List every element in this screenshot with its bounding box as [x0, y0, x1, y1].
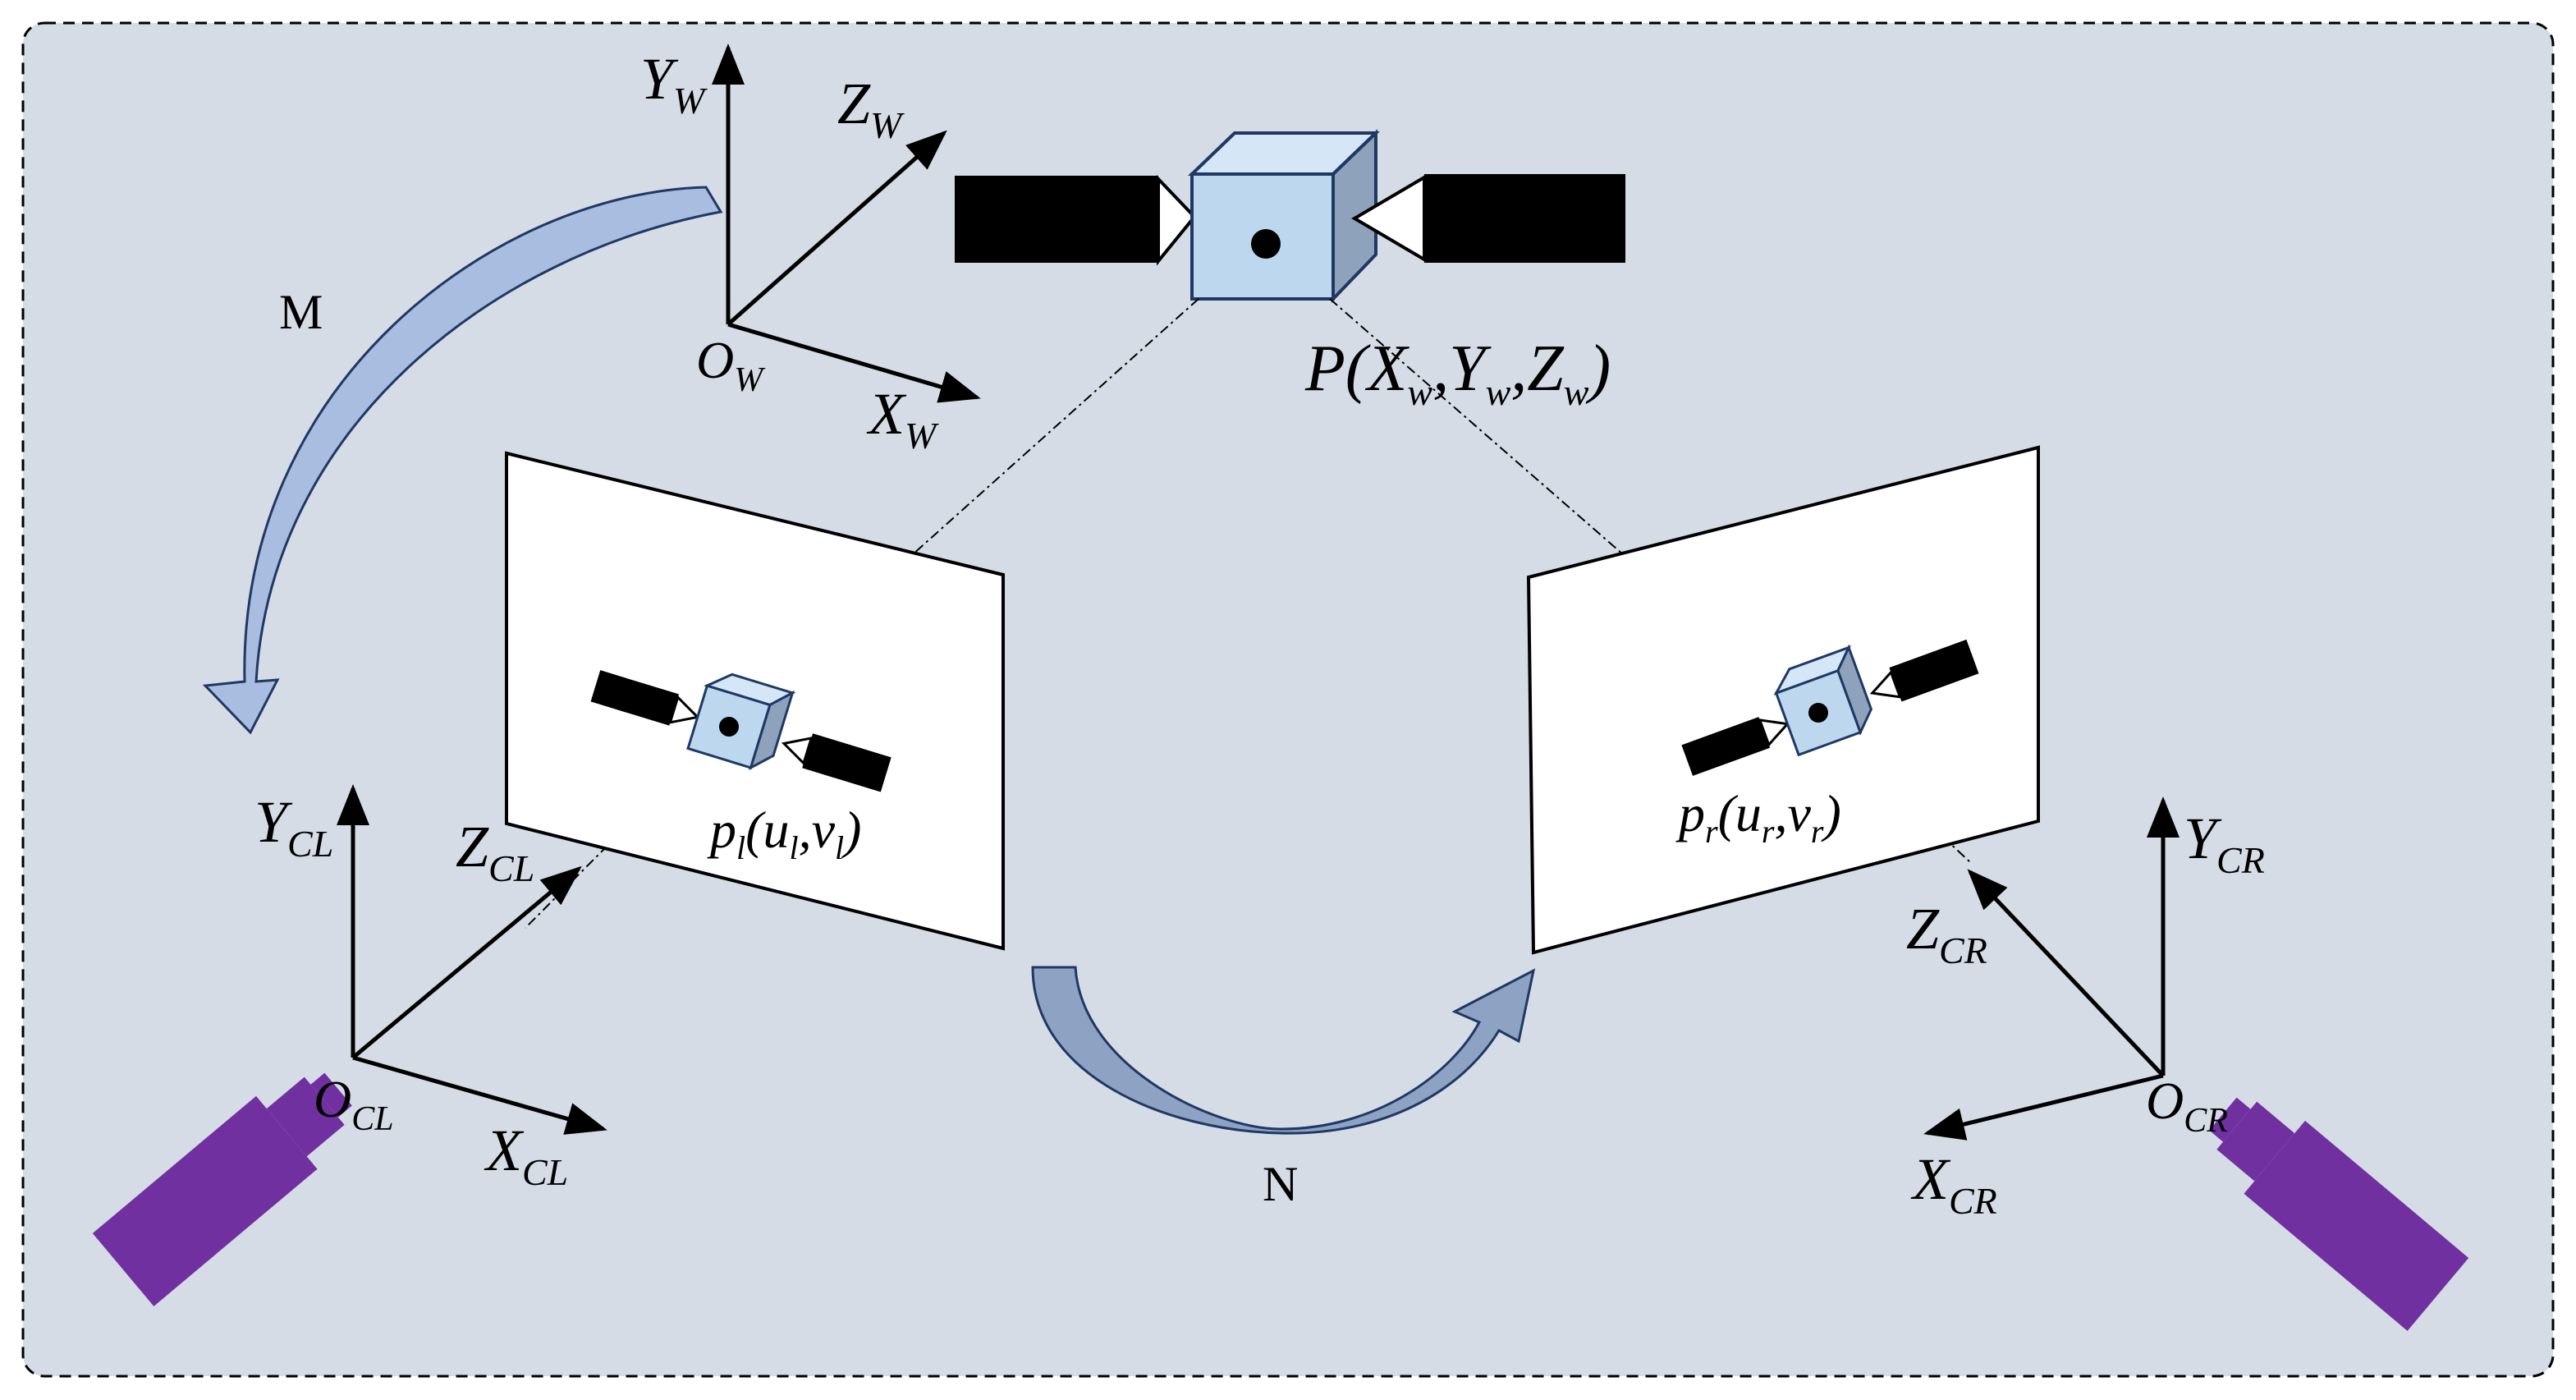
solar-panel-right [1424, 174, 1625, 263]
label-point-p: P(Xw,Yw,Zw) [1304, 333, 1611, 413]
label-pl: pl(ul,vl) [707, 801, 861, 866]
label-pr: pr(ur,vr) [1675, 784, 1841, 850]
label-left-y: YCL [254, 789, 333, 865]
label-n: N [1263, 1157, 1298, 1211]
label-left-x: XCL [484, 1118, 568, 1193]
diagram-background [21, 21, 2555, 1378]
label-m: M [279, 285, 323, 339]
solar-panel-left [955, 176, 1158, 263]
panel-connector-left [1157, 175, 1197, 266]
label-left-o: OCL [314, 1070, 394, 1138]
cube-front [1190, 172, 1335, 301]
label-world-x: XW [866, 381, 939, 457]
arrow-m [202, 186, 723, 735]
left-camera-icon [92, 1072, 352, 1306]
world-satellite [955, 129, 1625, 303]
label-right-o: OCR [2146, 1072, 2228, 1140]
label-world-z: ZW [837, 71, 905, 146]
right-camera-icon [2209, 1097, 2469, 1331]
world-axes [712, 44, 981, 403]
label-left-z: ZCL [456, 814, 534, 889]
label-right-z: ZCR [1906, 896, 1987, 971]
satellite-point-p [1251, 229, 1281, 259]
right-camera-axes [1923, 796, 2180, 1141]
label-world-o: OW [696, 331, 766, 399]
arrow-n [1031, 966, 1536, 1135]
label-world-y: YW [640, 46, 708, 122]
label-right-y: YCR [2184, 806, 2265, 881]
left-camera-axes [337, 784, 607, 1135]
label-right-x: XCR [1910, 1146, 1997, 1222]
